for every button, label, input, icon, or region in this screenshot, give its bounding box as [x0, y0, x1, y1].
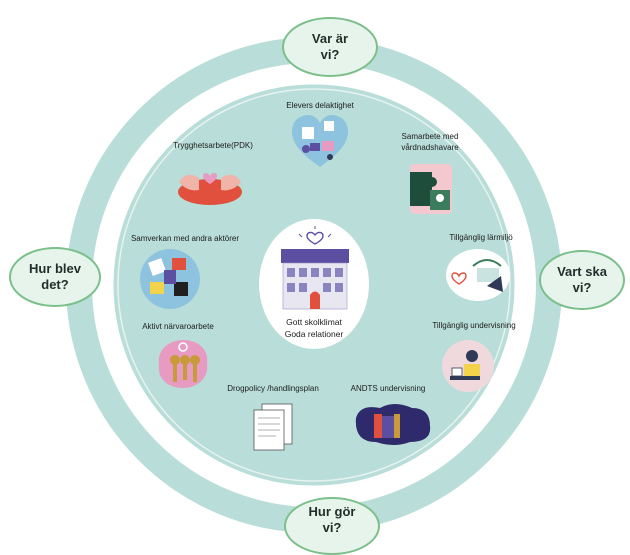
center-line-1: Gott skolklimat	[286, 317, 342, 327]
school-building-icon	[281, 226, 349, 310]
stage-top: Var är vi?	[282, 17, 378, 77]
puzzle-people-icon	[410, 164, 452, 214]
stage-left-label: Hur blev det?	[28, 260, 81, 292]
label-tillganglig-larmiljo: Tillgänglig lärmiljö	[449, 233, 513, 242]
books-icon	[355, 404, 431, 445]
documents-icon	[253, 403, 293, 451]
hands-heart-icon	[178, 173, 242, 205]
center-line-2: Goda relationer	[284, 329, 344, 339]
diagram-canvas: Gott skolklimat Goda relationer Elevers …	[9, 17, 625, 555]
label-samarbete-vardnadshavare-2: vårdnadshavare	[401, 143, 459, 152]
stage-top-label: Var är vi?	[311, 30, 349, 62]
label-trygghetsarbete: Trygghetsarbete(PDK)	[173, 141, 253, 150]
label-narvaroarbete: Aktivt närvaroarbete	[142, 322, 214, 331]
label-samverkan: Samverkan med andra aktörer	[130, 234, 240, 243]
stage-bottom-label: Hur gör vi?	[308, 503, 356, 535]
label-tillganglig-undervisning: Tillgänglig undervisning	[432, 321, 516, 330]
keys-icon	[158, 340, 208, 388]
classroom-environment-icon	[446, 249, 510, 301]
hands-cooperation-icon	[140, 249, 200, 309]
stage-right: Vart ska vi?	[539, 250, 625, 310]
label-drogpolicy: Drogpolicy /handlingsplan	[227, 384, 319, 393]
label-andts: ANDTS undervisning	[350, 384, 426, 393]
center-school-circle: Gott skolklimat Goda relationer	[258, 218, 370, 350]
inner-disc-rim	[117, 88, 511, 482]
stage-left: Hur blev det?	[9, 247, 101, 307]
stage-right-label: Vart ska vi?	[557, 263, 607, 295]
stage-bottom: Hur gör vi?	[284, 497, 380, 555]
student-desk-icon	[442, 340, 494, 392]
label-samarbete-vardnadshavare-1: Samarbete med	[401, 132, 459, 141]
heart-puzzle-icon	[292, 115, 348, 167]
label-elevers-delaktighet: Elevers delaktighet	[286, 101, 354, 110]
